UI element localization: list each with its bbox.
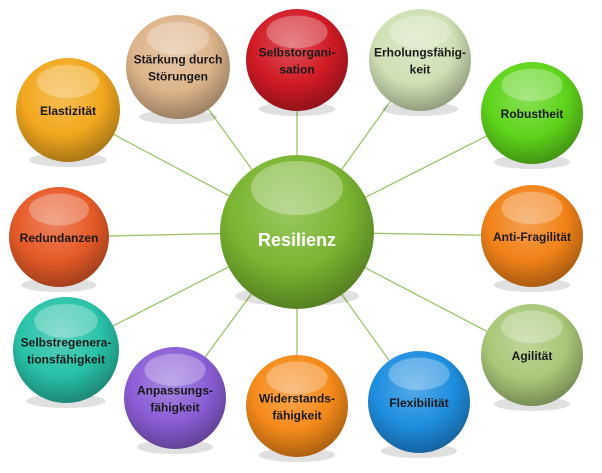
center-label: Resilienz	[258, 230, 336, 250]
node-label: Widerstands-	[259, 392, 335, 406]
node-label: Anpassungs-	[137, 384, 213, 398]
node-gloss	[34, 303, 98, 338]
node-selbstorganisation: Selbstorgani-sation	[246, 9, 348, 116]
node-gloss	[501, 68, 563, 102]
node-label: Elastizität	[40, 104, 96, 118]
node-label: fähigkeit	[150, 401, 199, 415]
node-circle	[246, 9, 348, 111]
node-label: Erholungsfähig-	[374, 46, 466, 60]
node-agilitaet: Agilität	[481, 304, 583, 411]
node-label: Robustheit	[501, 107, 564, 121]
node-circle	[124, 347, 226, 449]
node-circle	[481, 62, 583, 164]
node-gloss	[501, 191, 563, 225]
node-gloss	[389, 15, 451, 49]
node-label: Agilität	[512, 349, 553, 363]
node-erholungsfaehigkeit: Erholungsfähig-keit	[369, 9, 471, 116]
satellite-nodes: Stärkung durchStörungenSelbstorgani-sati…	[9, 9, 583, 462]
center-node: Resilienz	[220, 155, 374, 309]
node-label: keit	[410, 63, 431, 77]
node-circle	[13, 297, 119, 403]
node-label: Selbstregenera-	[21, 336, 112, 350]
center-node-gloss	[251, 161, 343, 215]
node-label: sation	[279, 63, 314, 77]
node-gloss	[266, 15, 328, 49]
node-label: Stärkung durch	[134, 53, 223, 67]
center-node-circle	[220, 155, 374, 309]
node-circle	[126, 15, 230, 119]
node-circle	[9, 187, 109, 287]
node-gloss	[266, 361, 328, 395]
node-gloss	[388, 357, 450, 391]
node-elastizitaet: Elastizität	[16, 58, 120, 167]
node-anpassungsfaehigkeit: Anpassungs-fähigkeit	[124, 347, 226, 454]
node-gloss	[36, 64, 100, 99]
node-gloss	[501, 310, 563, 344]
node-circle	[481, 304, 583, 406]
node-label: tionsfähigkeit	[27, 353, 105, 367]
node-label: Flexibilität	[389, 396, 448, 410]
node-flexibilitaet: Flexibilität	[368, 351, 470, 458]
node-selbstregenerationsfaehigkeit: Selbstregenera-tionsfähigkeit	[13, 297, 119, 408]
node-circle	[368, 351, 470, 453]
node-label: Anti-Fragilität	[493, 230, 571, 244]
node-redundanzen: Redundanzen	[9, 187, 109, 292]
node-gloss	[146, 21, 210, 56]
node-widerstandsfaehigkeit: Widerstands-fähigkeit	[246, 355, 348, 462]
node-robustheit: Robustheit	[481, 62, 583, 169]
node-circle	[369, 9, 471, 111]
node-gloss	[29, 193, 89, 226]
node-circle	[246, 355, 348, 457]
node-label: Selbstorgani-	[259, 46, 336, 60]
node-anti-fragilitaet: Anti-Fragilität	[481, 185, 583, 292]
node-circle	[481, 185, 583, 287]
node-label: fähigkeit	[272, 409, 321, 423]
node-circle	[16, 58, 120, 162]
node-label: Störungen	[148, 70, 208, 84]
node-gloss	[144, 353, 206, 387]
node-label: Redundanzen	[20, 231, 99, 245]
